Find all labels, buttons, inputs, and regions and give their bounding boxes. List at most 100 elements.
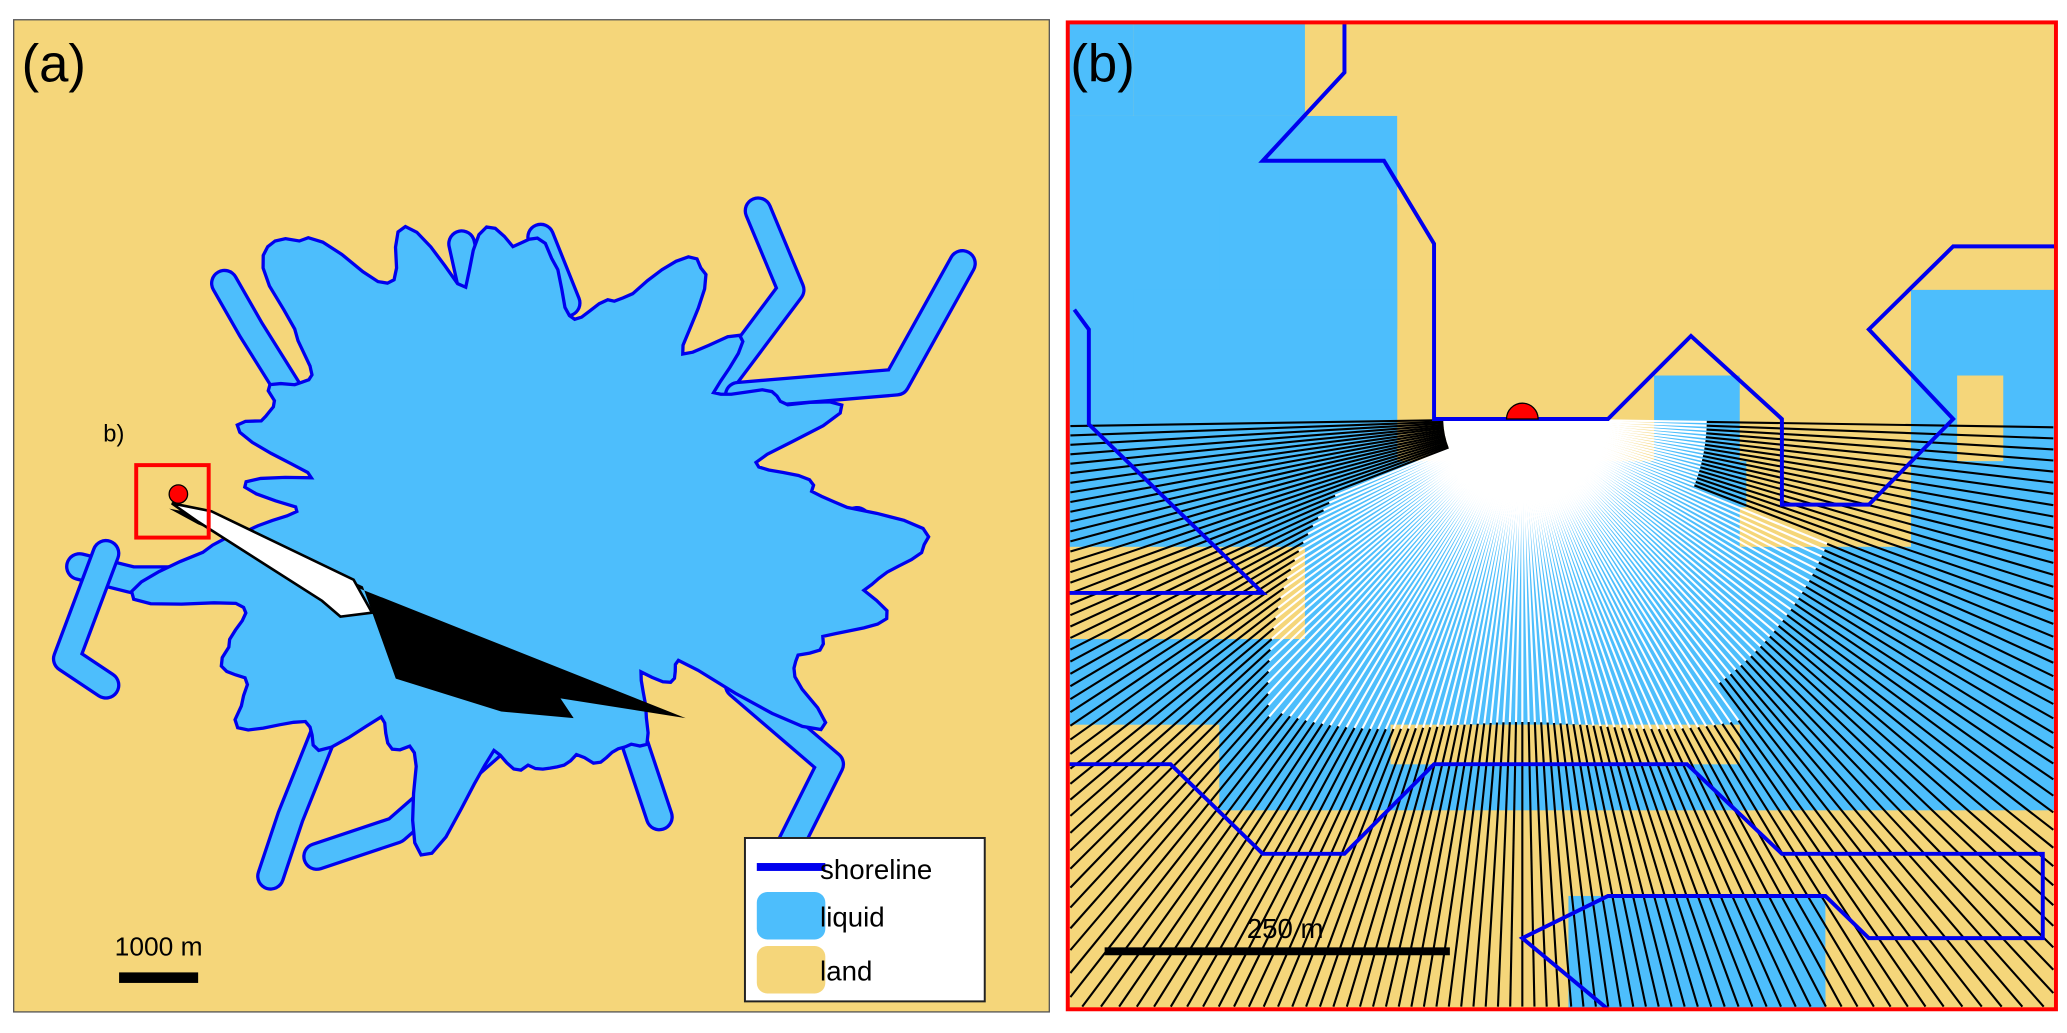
visible-ray	[1272, 418, 1524, 630]
blocked-ray	[1100, 719, 1307, 1008]
blocked-ray	[1070, 440, 1447, 553]
visible-ray	[1521, 418, 1828, 545]
visible-ray	[1521, 418, 1823, 558]
sight-rays	[1069, 417, 2055, 1008]
blocked-ray	[1262, 728, 1387, 1008]
visible-ray	[1521, 418, 1742, 667]
visible-ray	[1361, 418, 1524, 729]
visible-ray	[1521, 418, 1803, 594]
blocked-ray	[1069, 509, 1324, 628]
panel-a-label: (a)	[22, 35, 86, 94]
blocked-ray	[1718, 682, 1964, 1008]
blocked-ray	[1540, 722, 1561, 1007]
visible-ray	[1521, 418, 1623, 729]
blocked-ray	[1706, 428, 2054, 451]
visible-ray	[1521, 418, 1792, 611]
visible-ray	[1297, 418, 1524, 720]
visible-ray	[1521, 418, 1747, 662]
blocked-ray	[1070, 430, 1445, 494]
blocked-ray	[1496, 722, 1511, 1007]
visible-ray	[1521, 418, 1568, 724]
blocked-ray	[1460, 722, 1492, 1007]
blocked-ray	[1410, 724, 1466, 1007]
visible-ray	[1521, 418, 1638, 729]
blocked-ray	[1069, 670, 1270, 870]
blocked-ray	[1703, 451, 2054, 518]
blocked-ray	[1135, 723, 1324, 1008]
visible-ray	[1305, 418, 1524, 722]
blocked-ray	[1696, 477, 2054, 600]
blocked-ray	[1070, 441, 1448, 563]
visible-ray	[1414, 418, 1524, 729]
blocked-ray	[1769, 635, 2055, 887]
visible-ray	[1521, 418, 1817, 570]
blocked-ray	[1217, 728, 1364, 1008]
visible-ray	[1470, 418, 1524, 725]
blocked-ray	[1069, 550, 1300, 688]
visible-ray	[1289, 418, 1524, 717]
visible-ray	[1353, 418, 1524, 729]
blocked-ray	[1552, 722, 1585, 1007]
blocked-ray	[1713, 724, 1892, 1008]
blocked-ray	[1070, 420, 1444, 437]
panel-a: b) (a) 1000 m shoreline liquid land	[13, 19, 1050, 1013]
visible-ray	[1267, 418, 1524, 706]
lake-arm	[621, 726, 671, 829]
visible-ray	[1268, 418, 1524, 718]
scale-bar	[119, 972, 199, 983]
legend-shoreline-icon	[756, 863, 826, 871]
visible-ray	[1521, 418, 1676, 730]
blocked-ray	[1821, 555, 2054, 664]
blocked-ray	[1069, 501, 1330, 617]
legend-land-icon	[756, 946, 826, 994]
visible-ray	[1483, 418, 1524, 724]
blocked-ray	[1202, 727, 1356, 1008]
visible-ray	[1521, 418, 1588, 726]
blocked-ray	[1697, 726, 1859, 1008]
visible-ray	[1521, 418, 1602, 727]
legend-liquid-icon	[756, 892, 826, 940]
blocked-ray	[1186, 726, 1348, 1008]
visible-ray	[1521, 418, 1609, 728]
blocked-ray	[1826, 542, 2054, 638]
visible-ray	[1463, 418, 1524, 725]
visible-ray	[1267, 418, 1524, 673]
blocked-ray	[1613, 727, 1699, 1007]
visible-ray	[1268, 418, 1524, 662]
visible-ray	[1267, 418, 1524, 695]
observer-point	[168, 484, 189, 504]
visible-ray	[1521, 418, 1700, 728]
blocked-ray	[1397, 724, 1459, 1007]
visible-ray	[1521, 418, 1630, 729]
visible-ray	[1521, 418, 1616, 728]
blocked-ray	[1070, 438, 1447, 543]
blocked-ray	[1794, 603, 2054, 781]
blocked-ray	[1705, 439, 2054, 484]
blocked-ray	[1384, 725, 1453, 1007]
visible-ray	[1392, 418, 1524, 730]
panel-b: (b) 250 m	[1065, 20, 2058, 1012]
visible-ray	[1521, 418, 1775, 632]
visible-ray	[1521, 418, 1549, 723]
visible-ray	[1521, 418, 1807, 588]
blocked-ray	[1153, 724, 1332, 1008]
visible-ray	[1489, 418, 1524, 724]
visible-ray	[1521, 418, 1771, 638]
blocked-ray	[1700, 466, 2054, 564]
blocked-ray	[1815, 567, 2054, 691]
blocked-ray	[1681, 728, 1827, 1008]
blocked-ray	[1069, 704, 1270, 930]
visible-ray	[1521, 418, 1721, 684]
blocked-ray	[1689, 727, 1843, 1008]
blocked-ray	[1546, 722, 1573, 1007]
legend-land-label: land	[820, 955, 872, 986]
blocked-ray	[1069, 533, 1309, 663]
visible-ray	[1521, 418, 1575, 725]
visible-ray	[1521, 418, 1660, 730]
visible-ray	[1521, 418, 1727, 680]
visible-ray	[1521, 418, 1752, 657]
blocked-ray	[1805, 585, 2054, 734]
visible-ray	[1281, 418, 1524, 715]
blocked-ray	[1069, 587, 1285, 741]
blocked-ray	[1069, 607, 1279, 770]
